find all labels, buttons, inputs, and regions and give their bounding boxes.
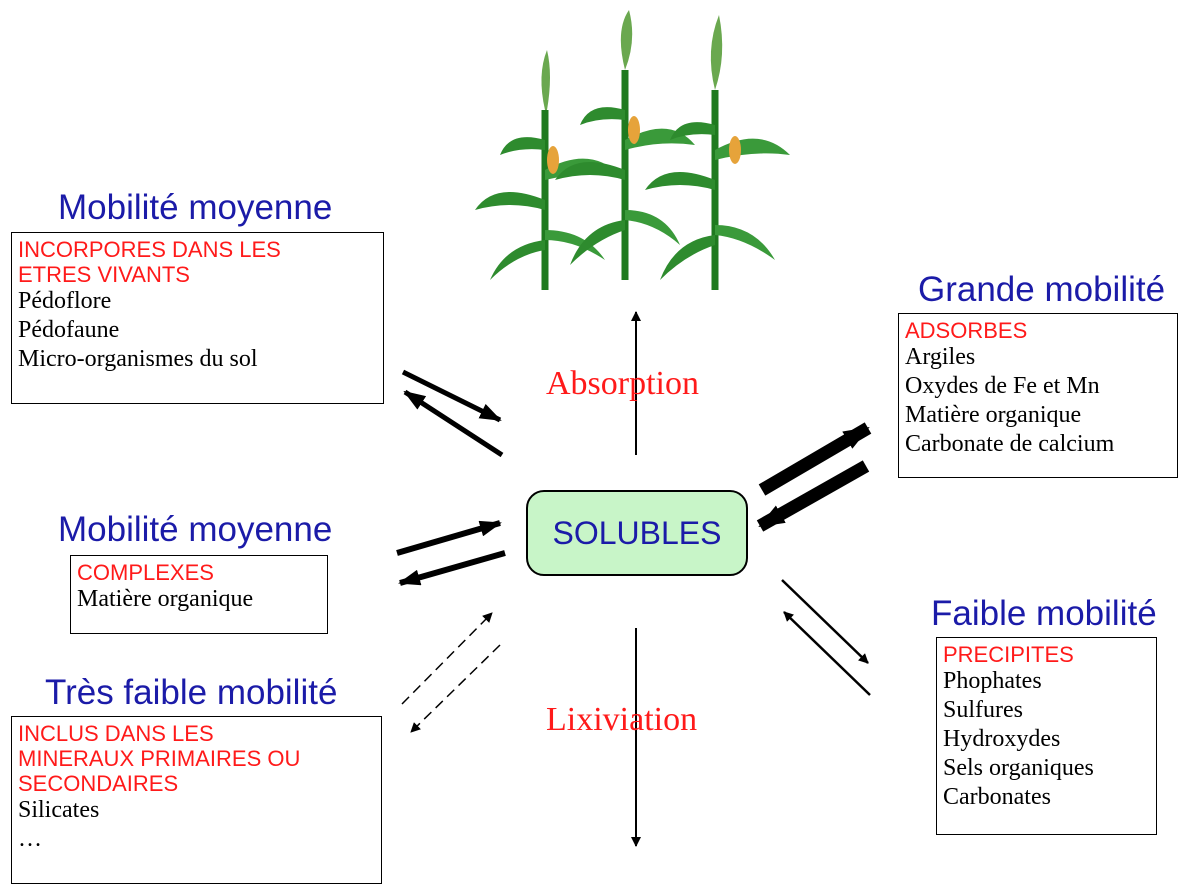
adsorbed-mobility-title: Grande mobilité: [918, 270, 1166, 309]
included-header-line-2: MINERAUX PRIMAIRES OU: [18, 746, 301, 771]
included-header-line-1: INCLUS DANS LES: [18, 721, 214, 746]
complexed-header-line-1: COMPLEXES: [77, 560, 214, 585]
included-header-line-3: SECONDAIRES: [18, 771, 179, 796]
incorporated-header-line-2: ETRES VIVANTS: [18, 262, 190, 287]
precipitated-item: Sulfures: [943, 697, 1023, 723]
complexed-item: Matière organique: [77, 586, 254, 612]
corn-plant-3: [645, 15, 790, 290]
complexed-mobility-title: Mobilité moyenne: [58, 510, 333, 549]
absorption-label: Absorption: [546, 365, 699, 402]
incorporated-item: Micro-organismes du sol: [18, 346, 258, 372]
corn-plant-2: [555, 10, 695, 280]
included-box: INCLUS DANS LES MINERAUX PRIMAIRES OU SE…: [11, 716, 382, 884]
precipitated-item: Sels organiques: [943, 755, 1094, 781]
arrow-precipitated-to-solubles: [783, 611, 871, 696]
precipitated-item: Hydroxydes: [943, 726, 1061, 752]
arrow-incorporated-to-solubles: [401, 369, 502, 423]
arrow-solubles-to-precipitated: [781, 579, 869, 664]
incorporated-item: Pédofaune: [18, 317, 120, 343]
arrow-solubles-to-complexed: [398, 550, 506, 586]
arrow-solubles-to-adsorbed: [758, 422, 872, 496]
complexed-box: COMPLEXES Matière organique: [70, 555, 328, 634]
corn-plants-illustration: [475, 10, 790, 290]
precipitated-item: Carbonates: [943, 784, 1051, 810]
adsorbed-item: Matière organique: [905, 402, 1082, 428]
incorporated-mobility-title: Mobilité moyenne: [58, 188, 333, 227]
precipitated-header-line-1: PRECIPITES: [943, 642, 1074, 667]
solubles-box: SOLUBLES: [526, 490, 748, 576]
precipitated-box: PRECIPITES Phophates Sulfures Hydroxydes…: [936, 637, 1157, 835]
solubles-label: SOLUBLES: [552, 514, 722, 551]
lixiviation-label: Lixiviation: [546, 701, 698, 738]
included-item: …: [18, 826, 42, 852]
adsorbed-item: Oxydes de Fe et Mn: [905, 373, 1100, 399]
included-item: Silicates: [18, 797, 100, 823]
precipitated-item: Phophates: [943, 668, 1042, 694]
incorporated-header-line-1: INCORPORES DANS LES: [18, 237, 281, 262]
arrow-adsorbed-to-solubles: [756, 460, 870, 532]
arrow-included-to-solubles: [401, 612, 493, 705]
arrow-solubles-to-incorporated: [403, 389, 504, 458]
arrow-solubles-to-included: [410, 644, 501, 733]
arrow-complexed-to-solubles: [396, 520, 502, 556]
adsorbed-box: ADSORBES Argiles Oxydes de Fe et Mn Mati…: [898, 313, 1178, 478]
precipitated-mobility-title: Faible mobilité: [931, 594, 1157, 633]
adsorbed-item: Argiles: [905, 344, 976, 370]
adsorbed-item: Carbonate de calcium: [905, 431, 1115, 457]
adsorbed-header-line-1: ADSORBES: [905, 318, 1028, 343]
incorporated-box: INCORPORES DANS LES ETRES VIVANTS Pédofl…: [11, 232, 384, 404]
incorporated-item: Pédoflore: [18, 288, 112, 314]
included-mobility-title: Très faible mobilité: [45, 673, 338, 712]
